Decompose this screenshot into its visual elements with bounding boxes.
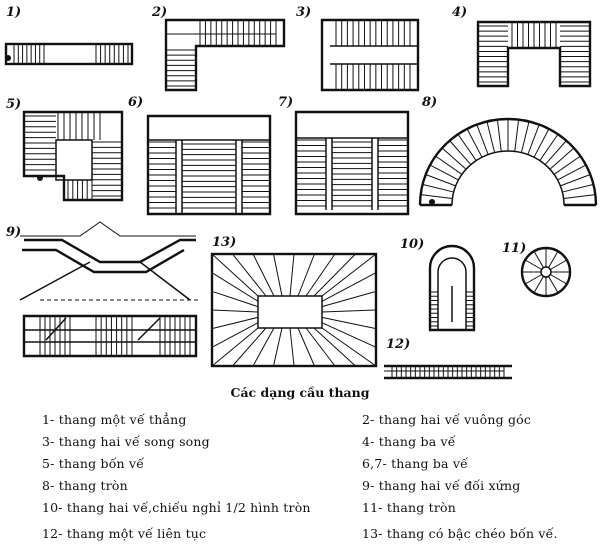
legend-item-12: 12- thang một vế liên tục — [42, 526, 207, 541]
stair-type-1 — [4, 42, 134, 66]
label-5: 5) — [6, 97, 22, 112]
label-1: 1) — [6, 5, 22, 20]
label-13: 13) — [212, 235, 237, 250]
label-11: 11) — [502, 241, 527, 256]
legend-item-1: 1- thang một vế thẳng — [42, 412, 187, 427]
legend-item-8: 8- thang tròn — [42, 478, 128, 493]
label-9: 9) — [6, 225, 22, 240]
label-10: 10) — [400, 237, 425, 252]
label-2: 2) — [152, 5, 168, 20]
legend-item-4: 4- thang ba vế — [362, 434, 456, 449]
stair-type-13 — [210, 252, 378, 368]
stair-type-5 — [22, 110, 124, 202]
label-8: 8) — [422, 95, 438, 110]
legend-item-13: 13- thang có bậc chéo bốn vế. — [362, 526, 558, 541]
label-12: 12) — [386, 337, 411, 352]
stair-type-4 — [476, 20, 592, 88]
stair-type-12 — [384, 364, 512, 380]
label-4: 4) — [452, 5, 468, 20]
stair-type-11 — [520, 246, 572, 298]
legend-item-5: 5- thang bốn vế — [42, 456, 145, 471]
stair-type-6 — [146, 114, 272, 216]
legend-item-2: 2- thang hai vế vuông góc — [362, 412, 532, 427]
stair-type-9 — [19, 221, 200, 358]
stair-type-8 — [418, 117, 598, 207]
stair-type-3 — [320, 18, 420, 92]
legend-item-6-7: 6,7- thang ba vế — [362, 456, 469, 471]
stair-type-2 — [164, 18, 286, 92]
legend-item-3: 3- thang hai vế song song — [42, 434, 210, 449]
diagram-caption: Các dạng cầu thang — [230, 385, 370, 400]
legend-item-10: 10- thang hai vế,chiếu nghỉ 1/2 hình trò… — [42, 500, 311, 515]
stair-type-10 — [428, 244, 476, 332]
label-3: 3) — [296, 5, 312, 20]
staircase-diagram — [4, 18, 598, 380]
legend-item-11: 11- thang tròn — [362, 500, 457, 515]
label-6: 6) — [128, 95, 144, 110]
label-7: 7) — [278, 95, 294, 110]
legend-item-9: 9- thang hai vế đối xứng — [362, 478, 521, 493]
stair-type-7 — [294, 110, 410, 216]
